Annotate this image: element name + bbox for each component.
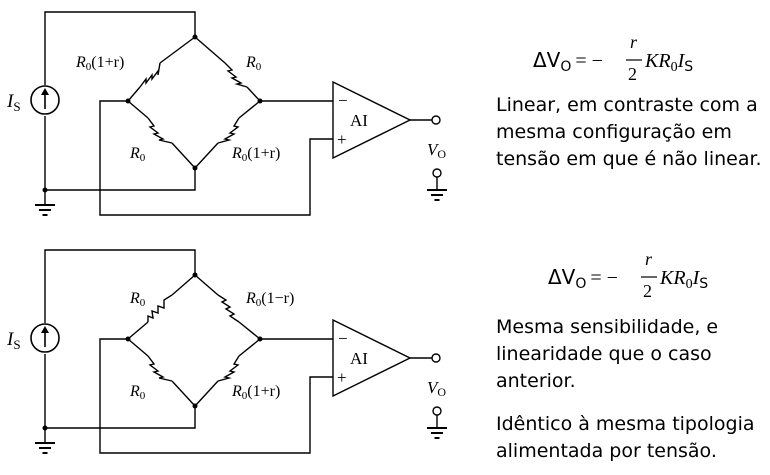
output-label: VO [427, 378, 446, 399]
amplifier [332, 80, 412, 160]
description-line: alimentada por tensão. [496, 440, 717, 462]
amp-minus: − [338, 91, 348, 110]
description-line: anterior. [496, 370, 576, 392]
resistor-bottom-right [217, 117, 240, 144]
resistor-label-bottom-right: R0(1+r) [231, 383, 280, 402]
resistor-label-top-right: R0 [245, 54, 262, 73]
resistor-label-bottom-left: R0 [129, 383, 146, 402]
description-3: Idêntico à mesma tipologia alimentada po… [496, 411, 755, 465]
formula-2: ΔVO= − r 2 KR0IS [548, 249, 708, 301]
wire [44, 11, 196, 85]
description-line: Mesma sensibilidade, e [496, 316, 719, 338]
ground-icon [34, 204, 56, 216]
ground-icon [426, 427, 448, 439]
svg-text:2: 2 [628, 64, 637, 84]
current-source-icon [30, 85, 60, 115]
amp-plus: + [337, 130, 347, 149]
svg-text:r: r [630, 32, 638, 52]
svg-text:KR0IS: KR0IS [659, 267, 708, 292]
svg-text:KR0IS: KR0IS [644, 50, 693, 75]
amp-label: AI [350, 349, 368, 368]
resistor-label-top-right: R0(1−r) [245, 290, 294, 309]
amplifier [332, 318, 412, 398]
output-label: VO [427, 140, 446, 161]
description-2: Mesma sensibilidade, e linearidade que o… [496, 314, 718, 395]
wire [99, 100, 333, 216]
amp-minus: − [338, 329, 348, 348]
resistor-top-right [217, 294, 240, 323]
svg-text:2: 2 [643, 281, 652, 301]
svg-text:ΔVO= −: ΔVO= − [533, 48, 603, 75]
svg-text:r: r [645, 249, 653, 269]
resistor-label-top-left: R0(1+r) [75, 54, 124, 73]
resistor-top-left [147, 294, 173, 322]
amp-label: AI [350, 111, 368, 130]
circuit-panel-1 [44, 11, 442, 216]
source-label: IS [6, 329, 21, 352]
resistor-top-left [139, 62, 161, 88]
description-line: Linear, em contraste com a [496, 94, 758, 116]
description-line: tensão em que é não linear. [496, 148, 762, 170]
resistor-bottom-right [217, 355, 240, 382]
ground-icon [426, 189, 448, 201]
resistor-label-bottom-right: R0(1+r) [231, 145, 280, 164]
amp-plus: + [337, 368, 347, 387]
description-line: mesma configuração em [496, 121, 732, 143]
svg-text:ΔVO= −: ΔVO= − [548, 265, 618, 292]
wire [44, 116, 196, 191]
resistor-bottom-left [147, 355, 173, 382]
ground-icon [34, 442, 56, 454]
description-1: Linear, em contraste com a mesma configu… [496, 92, 762, 173]
resistor-label-bottom-left: R0 [129, 145, 146, 164]
circuit-panel-2 [44, 249, 442, 454]
current-source-icon [30, 323, 60, 353]
source-label: IS [6, 91, 21, 114]
description-line: Idêntico à mesma tipologia [496, 413, 755, 435]
resistor-top-right [224, 62, 248, 88]
description-line: linearidade que o caso [496, 343, 712, 365]
formula-1: ΔVO= − r 2 KR0IS [533, 32, 693, 84]
resistor-label-top-left: R0 [129, 290, 146, 309]
resistor-bottom-left [147, 117, 173, 144]
